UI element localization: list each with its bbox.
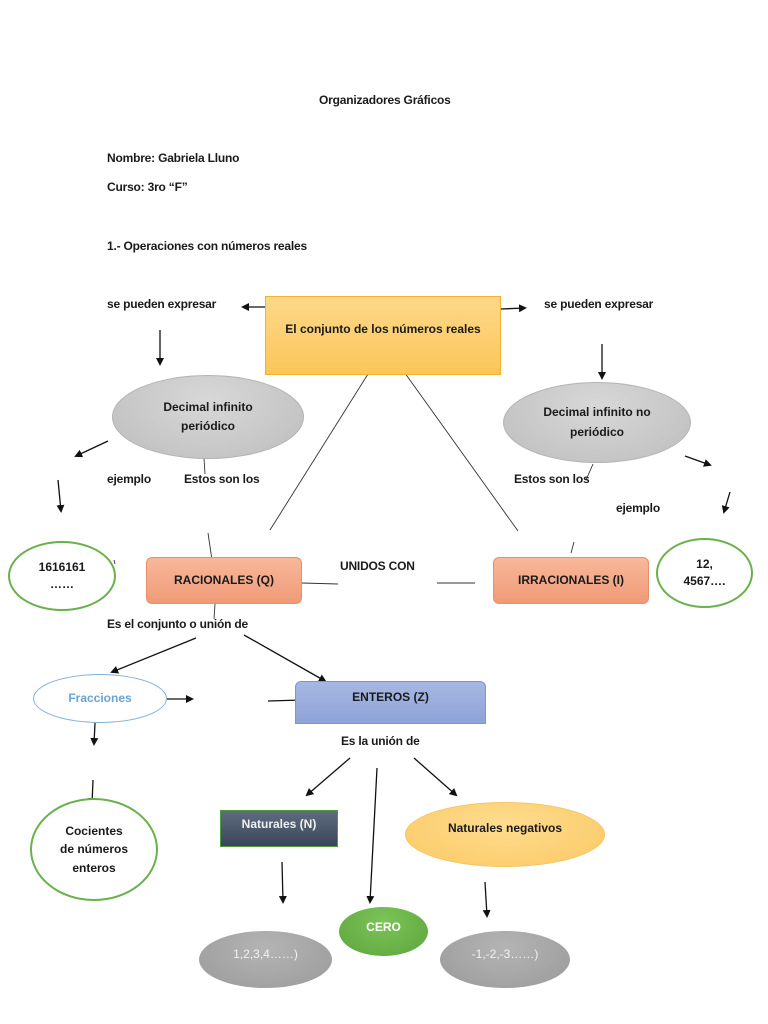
arrow-negativos-down: [482, 881, 491, 918]
node-racionales: RACIONALES (Q): [146, 557, 302, 604]
node-negativos-values: -1,-2,-3……): [440, 931, 570, 988]
node-real-numbers-label: El conjunto de los números reales: [285, 321, 481, 336]
arrow-rac-to-fracciones: [110, 637, 197, 674]
node-example-no-periodico: 12, 4567….: [656, 538, 753, 608]
tick-dinp: [585, 463, 594, 481]
arrow-naturales-down: [278, 861, 287, 904]
node-enteros-label: ENTEROS (Z): [352, 689, 429, 704]
arrow-dinp-right: [684, 455, 712, 467]
tick-ex1: [113, 559, 116, 565]
arrow-ejemplo-right-down: [721, 491, 731, 514]
tick-irracionales-top: [570, 541, 575, 554]
node-irracionales-label: IRRACIONALES (I): [518, 572, 624, 587]
node-enteros: ENTEROS (Z): [295, 681, 486, 724]
label-right-ejemplo: ejemplo: [616, 501, 660, 515]
cocientes-line2: de números: [59, 842, 128, 857]
arrow-enteros-to-naturales: [305, 757, 351, 797]
node-naturales: Naturales (N): [220, 810, 338, 847]
node-decimal-no-periodico-label: Decimal infinito no periódico: [543, 405, 651, 439]
tick-dip: [203, 457, 206, 475]
label-right-estos-son: Estos son los: [514, 472, 590, 486]
node-racionales-label: RACIONALES (Q): [174, 572, 274, 587]
node-naturales-values: 1,2,3,4……): [199, 931, 332, 988]
label-union-de: Es la unión de: [341, 734, 420, 748]
section-title: 1.- Operaciones con números reales: [107, 239, 307, 253]
label-left-ejemplo: ejemplo: [107, 472, 151, 486]
node-naturales-values-label: 1,2,3,4……): [233, 946, 298, 961]
tick-racionales-bottom: [213, 603, 216, 620]
node-naturales-negativos: Naturales negativos: [405, 802, 605, 867]
student-name: Nombre: Gabriela Lluno: [107, 151, 240, 165]
node-irracionales: IRRACIONALES (I): [493, 557, 649, 604]
cocientes-line3: enteros: [72, 860, 116, 875]
node-fracciones-label: Fracciones: [68, 690, 132, 705]
node-cero-label: CERO: [366, 919, 401, 934]
arrow-fracciones-down: [90, 722, 99, 746]
example-periodico-line2: ……: [50, 577, 74, 591]
node-cero: CERO: [339, 907, 428, 956]
arrow-enteros-to-negativos: [413, 757, 458, 797]
arrow-ejemplo-left-down: [56, 479, 65, 513]
label-right-expresar: se pueden expresar: [544, 297, 654, 311]
node-example-periodico: 1616161 ……: [8, 541, 116, 611]
node-decimal-no-periodico: Decimal infinito no periódico: [503, 382, 691, 463]
node-cocientes: Cocientes de números enteros: [30, 798, 158, 901]
node-decimal-periodico-label: Decimal infinito periódico: [163, 399, 253, 433]
arrow-root-right: [500, 304, 527, 313]
line-root-to-racionales: [269, 346, 386, 531]
example-no-periodico-line2: 4567….: [683, 574, 726, 588]
node-decimal-periodico: Decimal infinito periódico: [112, 375, 304, 459]
label-conjunto-union: Es el conjunto o unión de: [107, 617, 248, 631]
cocientes-line1: Cocientes: [65, 823, 123, 838]
tick-racionales-top: [207, 532, 213, 561]
node-real-numbers: El conjunto de los números reales: [265, 296, 501, 375]
label-left-estos-son: Estos son los: [184, 472, 260, 486]
page-title: Organizadores Gráficos: [319, 93, 451, 107]
label-unidos-con: UNIDOS CON: [340, 559, 415, 573]
example-no-periodico-line1: 12,: [696, 556, 713, 571]
line-root-to-irracionales: [386, 347, 519, 532]
node-naturales-negativos-label: Naturales negativos: [447, 820, 563, 835]
node-naturales-label: Naturales (N): [241, 816, 317, 831]
arrow-rac-to-enteros: [243, 634, 327, 682]
label-left-expresar: se pueden expresar: [107, 297, 217, 311]
line-racionales-union: [301, 582, 339, 585]
node-fracciones: Fracciones: [33, 674, 167, 723]
example-periodico-line1: 1616161: [38, 560, 86, 575]
student-course: Curso: 3ro “F”: [107, 180, 188, 194]
arrow-dip-to-ejemplo: [74, 440, 109, 458]
arrow-enteros-to-cero: [366, 767, 378, 904]
node-negativos-values-label: -1,-2,-3……): [471, 946, 539, 961]
